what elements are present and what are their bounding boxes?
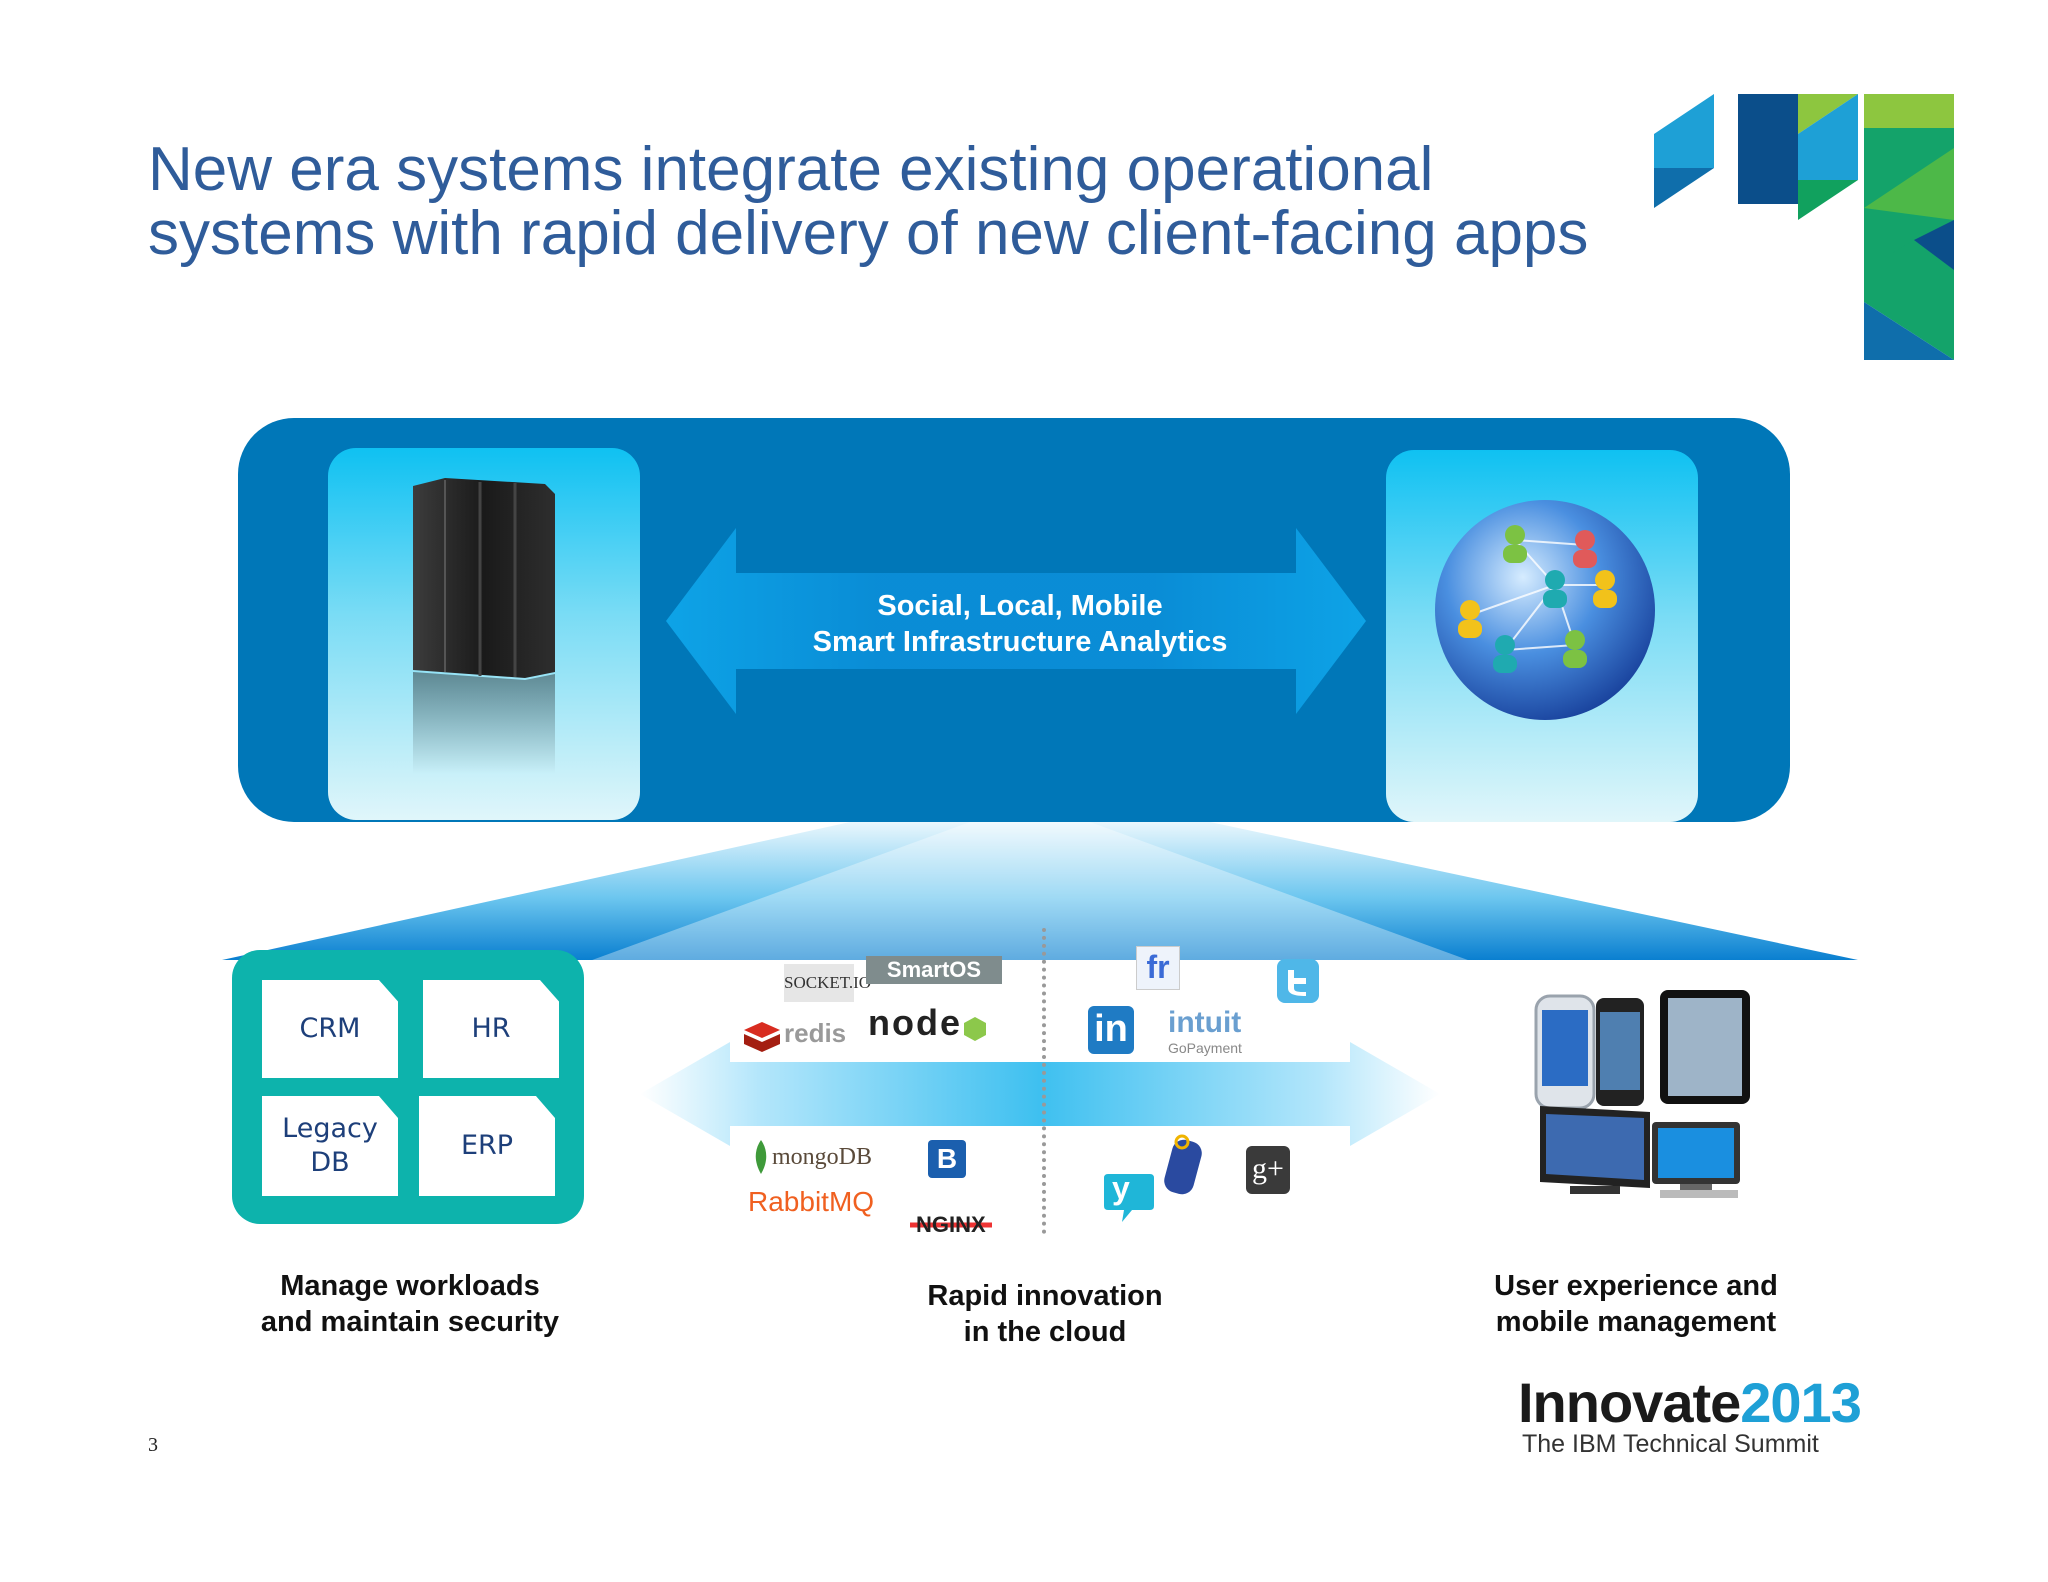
label-left-line-1: Manage workloads: [230, 1268, 590, 1304]
innovate-word: Innovate: [1518, 1371, 1740, 1434]
ibm-corner-pattern-icon: [1650, 90, 1960, 360]
bootstrap-b-logo: B: [928, 1140, 966, 1178]
app-label-crm: CRM: [300, 1012, 361, 1046]
slide-title: New era systems integrate existing opera…: [148, 138, 1648, 266]
title-line-1: New era systems integrate existing opera…: [148, 138, 1648, 202]
innovate-year: 2013: [1740, 1371, 1861, 1434]
social-globe-icon: [1430, 495, 1660, 725]
app-label-legacy-line2: DB: [282, 1146, 378, 1180]
cloud-divider: [1042, 928, 1046, 1234]
nodejs-logo: node: [868, 1002, 962, 1044]
paypal-phone-icon: [1160, 1130, 1206, 1200]
app-label-hr: HR: [471, 1012, 510, 1046]
page-number: 3: [148, 1434, 158, 1457]
nodejs-hex-icon: [962, 1016, 988, 1042]
app-label-erp: ERP: [461, 1129, 513, 1163]
app-card-hr: HR: [423, 980, 559, 1078]
innovate-logo: Innovate2013: [1518, 1370, 1861, 1435]
arrow-text-line-1: Social, Local, Mobile: [720, 588, 1320, 624]
innovate-subtitle: The IBM Technical Summit: [1522, 1430, 1819, 1459]
top-arrow-text: Social, Local, Mobile Smart Infrastructu…: [720, 588, 1320, 660]
label-manage-workloads: Manage workloads and maintain security: [230, 1268, 590, 1340]
title-line-2: systems with rapid delivery of new clien…: [148, 202, 1648, 266]
redis-logo: redis: [784, 1018, 846, 1049]
app-card-erp: ERP: [419, 1096, 555, 1196]
devices-icon: [1530, 984, 1760, 1200]
label-mid-line-1: Rapid innovation: [880, 1278, 1210, 1314]
yelp-logo-text: y: [1112, 1170, 1130, 1207]
linkedin-logo: in: [1088, 1006, 1134, 1054]
intuit-gopayment-text: GoPayment: [1168, 1040, 1242, 1056]
mongodb-logo: mongoDB: [772, 1144, 872, 1171]
mainframe-server-icon: [405, 474, 565, 794]
label-user-experience: User experience and mobile management: [1450, 1268, 1822, 1340]
smartos-logo: SmartOS: [866, 956, 1002, 984]
cloud-double-arrow: [640, 1040, 1440, 1148]
app-label-legacy-line1: Legacy: [282, 1112, 378, 1146]
label-rapid-innovation: Rapid innovation in the cloud: [880, 1278, 1210, 1350]
label-mid-line-2: in the cloud: [880, 1314, 1210, 1350]
intuit-logo: intuit: [1168, 1006, 1241, 1040]
label-right-line-1: User experience and: [1450, 1268, 1822, 1304]
arrow-text-line-2: Smart Infrastructure Analytics: [720, 624, 1320, 660]
friendfeed-logo: fr: [1136, 946, 1180, 990]
redis-icon: [742, 1020, 782, 1054]
label-left-line-2: and maintain security: [230, 1304, 590, 1340]
mongodb-leaf-icon: [754, 1140, 768, 1174]
app-card-crm: CRM: [262, 980, 398, 1078]
rabbitmq-logo: RabbitMQ: [748, 1186, 874, 1218]
nginx-logo: NGINX: [910, 1212, 992, 1238]
label-right-line-2: mobile management: [1450, 1304, 1822, 1340]
twitter-icon: [1276, 958, 1320, 1004]
google-plus-logo: g+: [1246, 1146, 1290, 1194]
socketio-logo: SOCKET.IO: [784, 964, 854, 1002]
